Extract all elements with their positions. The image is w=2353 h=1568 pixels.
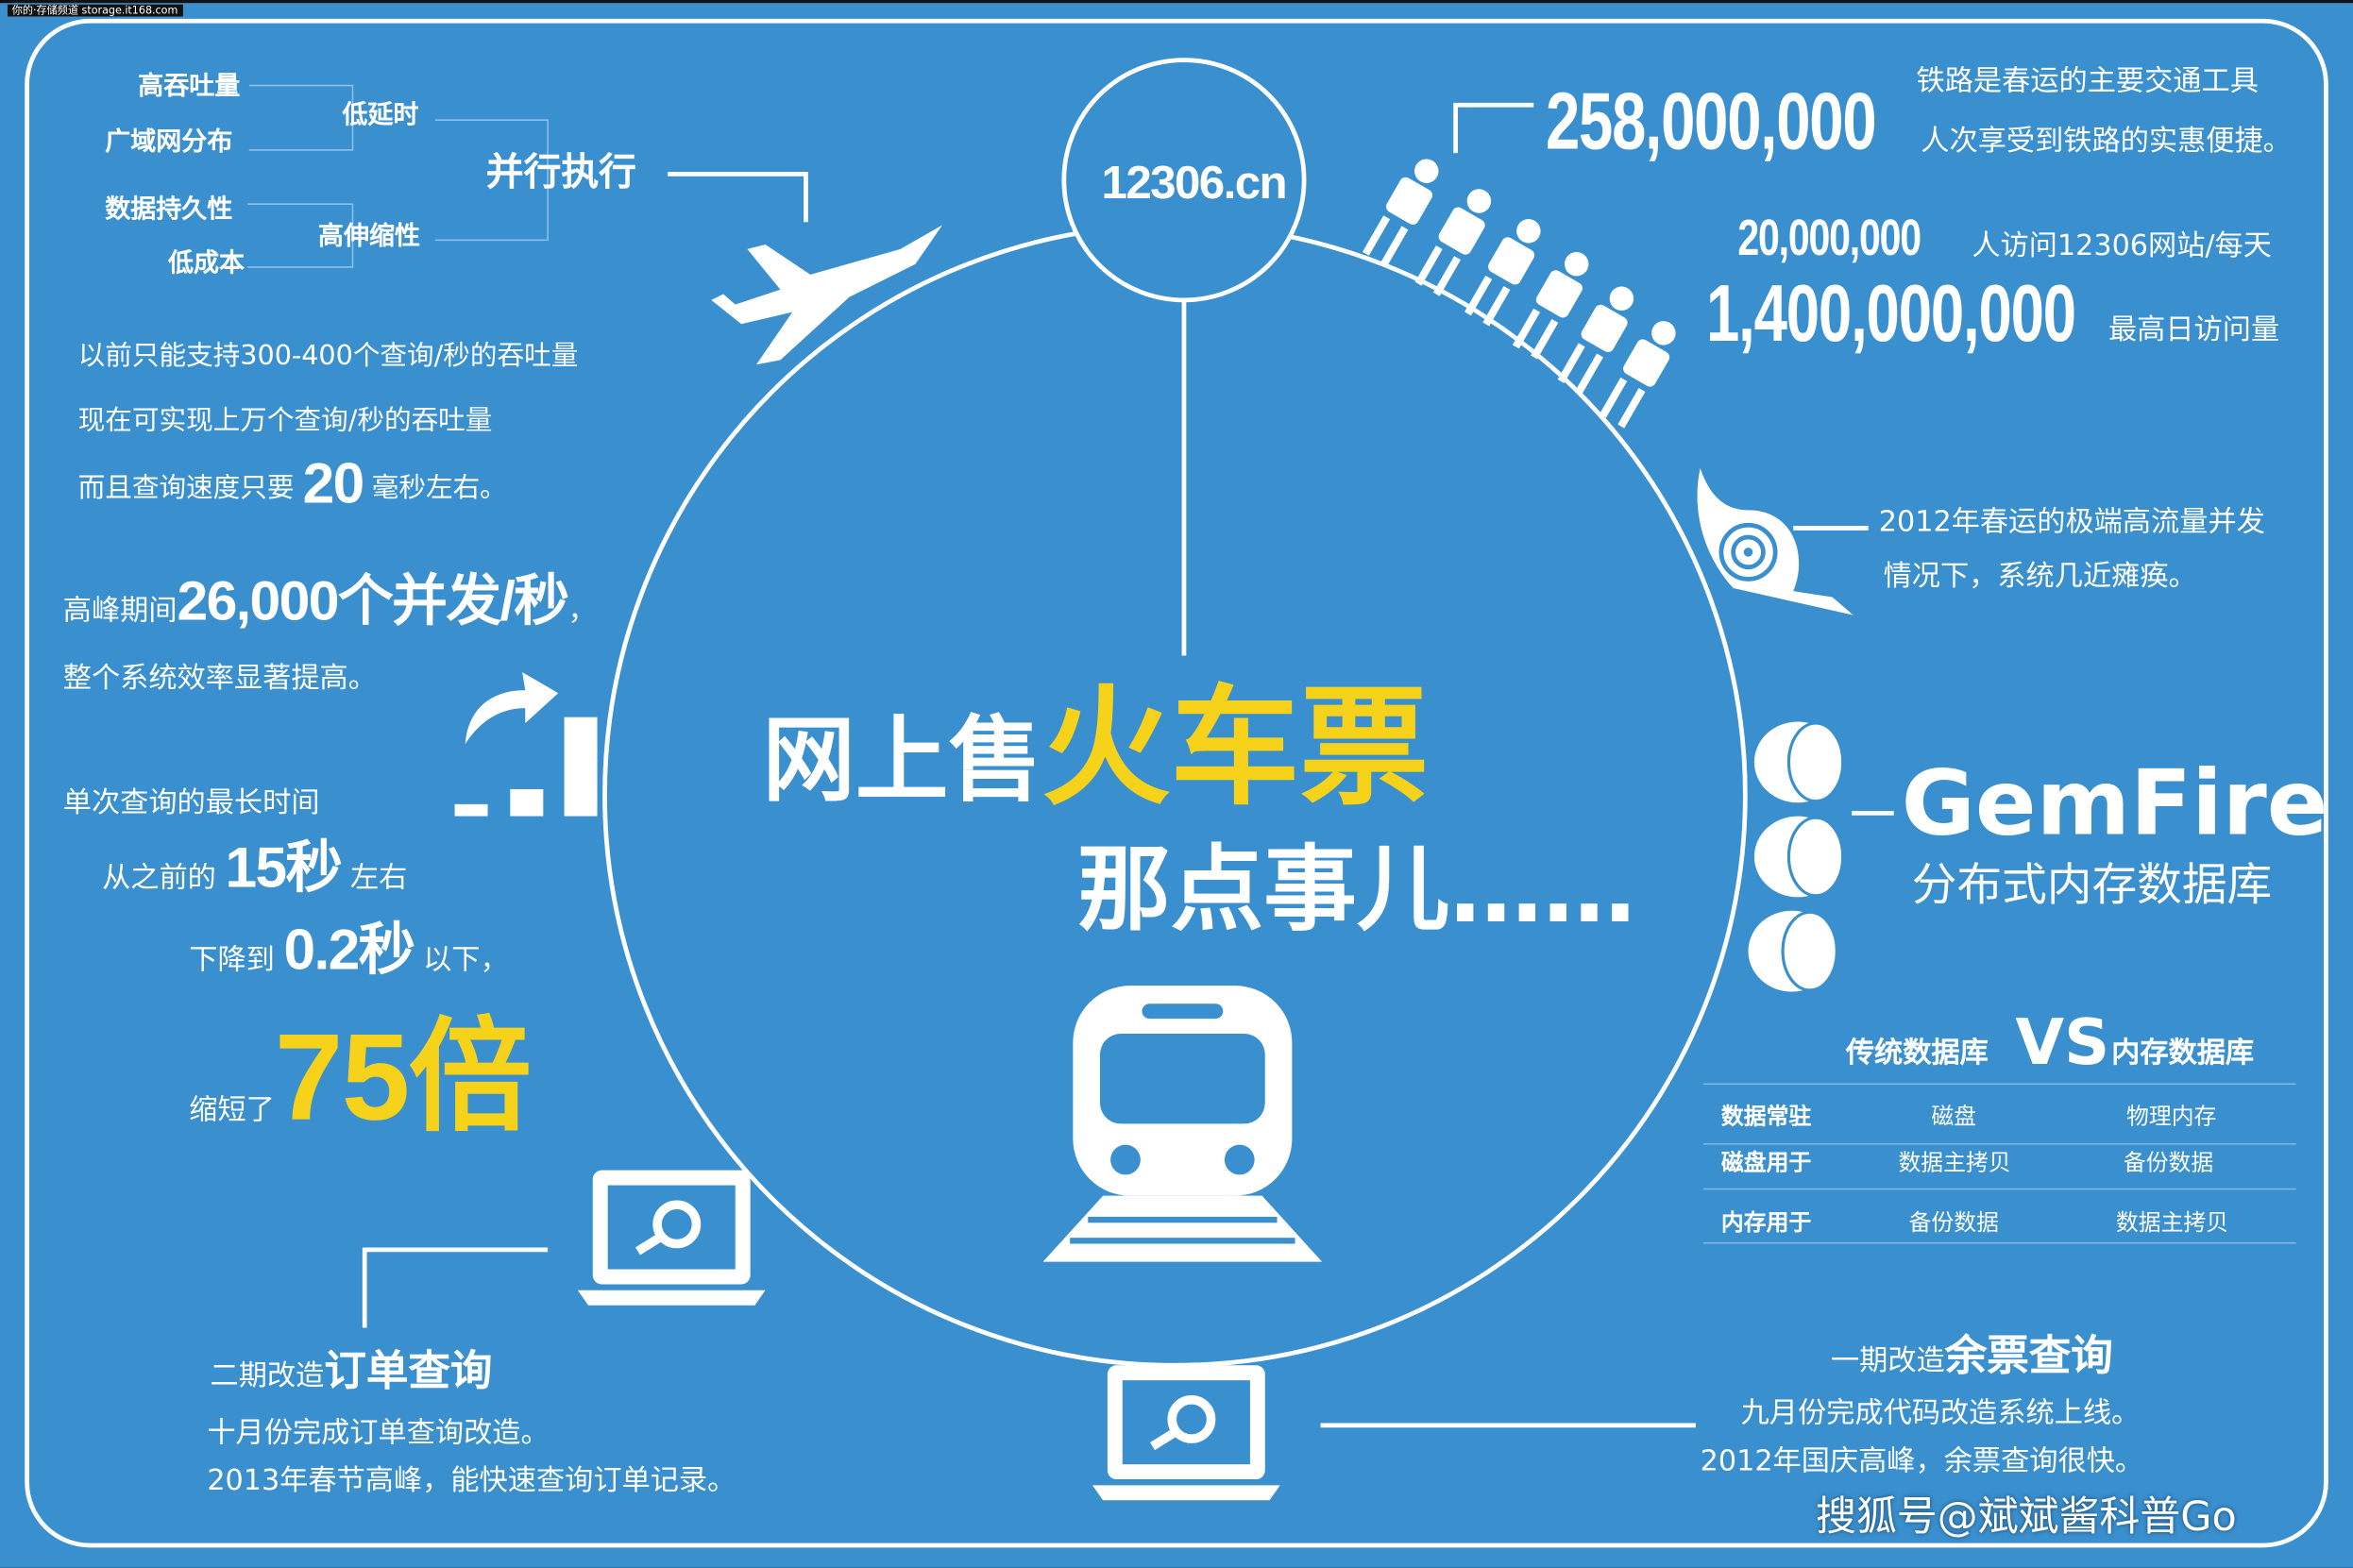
phase2-pre: 二期改造 [210,1358,325,1392]
shortened-pre: 缩短了 [189,1093,275,1127]
from-pre: 从之前的 [102,861,216,895]
tree-leaf: 广域网分布 [105,127,233,158]
throughput-line2: 现在可实现上万个查询/秒的吞吐量 [77,405,493,437]
bottom-watermark: 搜狐号@斌斌酱科普Go [1816,1493,2237,1542]
tree-mid: 高伸缩性 [317,222,421,253]
airplane-icon [711,225,943,365]
compare-cell: 备份数据 [2123,1149,2214,1177]
tree-mid: 低延时 [342,100,419,131]
tree-leaf: 高吞吐量 [138,72,241,103]
train-icon [1042,986,1323,1262]
phase1-line1: 九月份完成代码改造系统上线。 [1740,1396,2141,1430]
tree-leaf: 低成本 [168,248,245,279]
stat-passengers-line2: 人次享受到铁路的实惠便捷。 [1921,124,2292,158]
compare-right: 内存数据库 [2111,1037,2255,1071]
title-part1: 网上售 [762,704,1041,815]
gemfire-title: GemFire [1901,751,2328,857]
compare-cell: 物理内存 [2126,1103,2217,1130]
stat-passengers-line1: 铁路是春运的主要交通工具 [1916,64,2259,98]
laptop-search-icon [1092,1365,1280,1501]
phase2-line2: 2013年春节高峰，能快速查询订单记录。 [207,1464,736,1498]
root-pointer-line [668,171,808,223]
site-label: 12306.cn [1101,156,1288,209]
title-highlight: 火车票 [1041,673,1430,824]
tree-root: 并行执行 [485,149,636,194]
peak-value: 26,000个并发/秒 [177,569,570,632]
to-post: 以下， [423,943,509,977]
throughput-line3-pre: 而且查询速度只要 [77,472,295,505]
throughput-ms: 20 [302,452,365,516]
phase1-line2: 2012年国庆高峰，余票查询很快。 [1700,1444,2144,1478]
compare-row-label: 磁盘用于 [1720,1149,1812,1177]
to-pre: 下降到 [189,943,275,977]
phase1-title: 余票查询 [1944,1330,2113,1381]
snail-line2: 情况下，系统几近瘫痪。 [1883,559,2197,593]
tree-leaf: 数据持久性 [105,194,233,226]
compare-row-label: 数据常驻 [1720,1103,1812,1130]
stat-daily-visits: 20,000,000 [1737,210,1921,267]
compare-row-label: 内存用于 [1720,1208,1812,1237]
outer-frame [25,18,2328,1548]
throughput-line1: 以前只能支持300-400个查询/秒的吞吐量 [77,340,579,373]
query-time-line1: 单次查询的最长时间 [62,785,320,819]
gemfire-subtitle: 分布式内存数据库 [1911,859,2273,913]
title-part2: 那点事儿…… [1077,834,1636,944]
compare-cell: 数据主拷贝 [2115,1208,2229,1237]
compare-cell: 数据主拷贝 [1898,1149,2011,1177]
compare-cell: 备份数据 [1908,1208,1999,1237]
compare-vs: VS [2015,1004,2110,1079]
stat-peak-visits-label: 最高日访问量 [2108,313,2280,347]
throughput-line3-post: 毫秒左右。 [371,472,507,505]
laptop-search-icon [577,1170,766,1306]
stat-passengers: 258,000,000 [1545,76,1877,167]
phase2-title: 订单查询 [324,1345,493,1396]
phase1-pre: 一期改造 [1830,1344,1945,1377]
growth-chart-icon [454,672,598,817]
compare-left: 传统数据库 [1845,1037,1989,1071]
snail-icon [1697,467,1854,615]
stat-daily-visits-label: 人访问12306网站/每天 [1972,229,2272,263]
to-value: 0.2秒 [283,919,415,983]
tree-lines [247,84,549,268]
top-watermark: 你的·存储频道 storage.it168.com [7,4,183,17]
peak-line2: 整个系统效率显著提高。 [62,661,377,695]
database-stack-icon [1745,718,1845,995]
snail-line1: 2012年春运的极端高流量并发 [1878,505,2265,539]
stat-peak-visits: 1,400,000,000 [1706,268,2076,359]
from-post: 左右 [349,861,408,895]
phase2-line1: 十月份完成订单查询改造。 [207,1416,550,1450]
compare-cell: 磁盘 [1931,1103,1977,1130]
from-value: 15秒 [225,836,342,901]
shortened-value: 75倍 [274,1009,532,1147]
queue-people-icon [1362,159,1676,429]
peak-post: ， [567,594,597,628]
peak-pre: 高峰期间 [62,594,178,628]
